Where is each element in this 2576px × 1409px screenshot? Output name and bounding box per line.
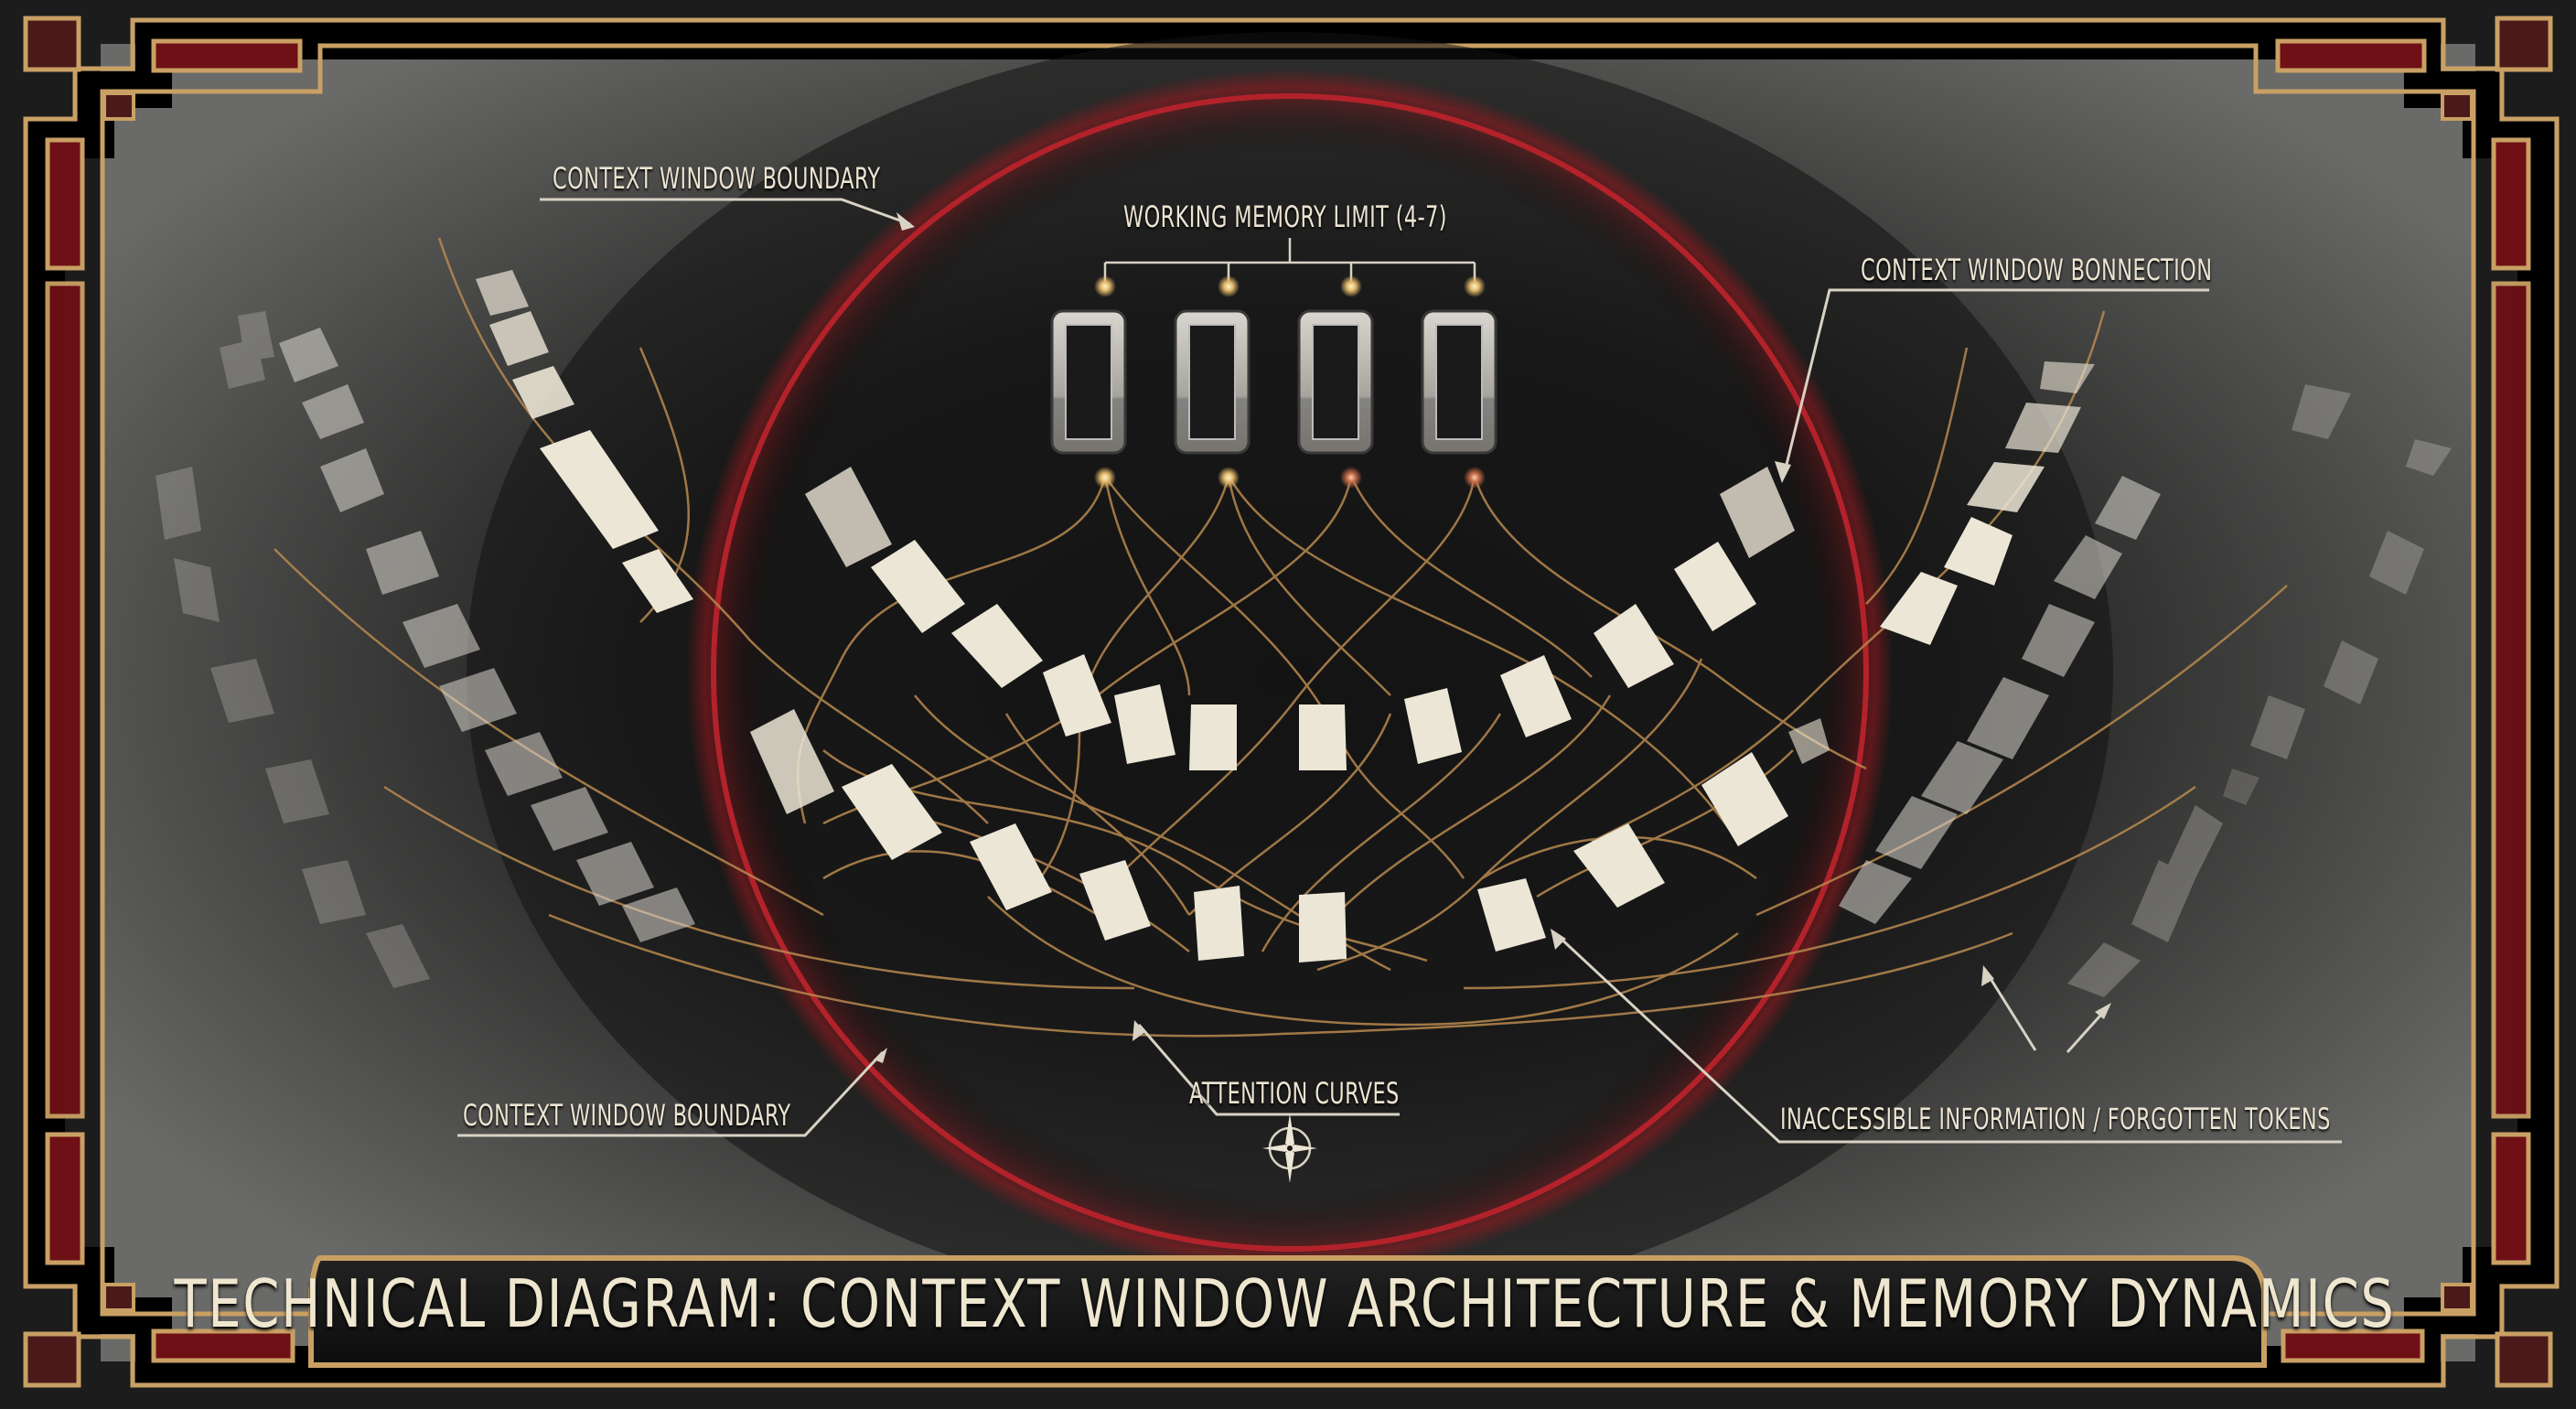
tokens-left-arc [476, 270, 693, 613]
leader-lines [457, 198, 2342, 1144]
title-plaque [308, 1255, 2267, 1368]
diagram-title-text: TECHNICAL DIAGRAM: CONTEXT WINDOW ARCHIT… [174, 1265, 2397, 1342]
forgotten-tokens-right-mid [1839, 476, 2161, 924]
forgotten-tokens-left-mid [279, 328, 695, 942]
tokens-upper-arc [805, 467, 1795, 770]
diagram-title: TECHNICAL DIAGRAM: CONTEXT WINDOW ARCHIT… [175, 1253, 2394, 1354]
forgotten-tokens-right-outer [2067, 384, 2452, 997]
tokens-lower-arc [750, 709, 1830, 963]
working-memory-slots [1050, 309, 1497, 455]
label-boundary-bottom: CONTEXT WINDOW BOUNDARY [463, 1098, 791, 1133]
label-boundary-top: CONTEXT WINDOW BOUNDARY [553, 161, 881, 196]
art-deco-border [23, 16, 2560, 1388]
compass-star-icon [1262, 1113, 1317, 1183]
label-attention-curves: ATTENTION CURVES [1189, 1076, 1400, 1111]
arrowheads [874, 212, 2111, 1063]
label-working-memory: WORKING MEMORY LIMIT (4-7) [1123, 199, 1447, 234]
forgotten-tokens-left-outer [156, 311, 430, 988]
context-window-boundary-circle [711, 93, 1869, 1252]
indicator-dots [1094, 275, 1486, 489]
tokens-right-arc [1880, 361, 2095, 645]
label-inaccessible: INACCESSIBLE INFORMATION / FORGOTTEN TOK… [1780, 1102, 2331, 1136]
label-connection: CONTEXT WINDOW BONNECTION [1861, 253, 2213, 287]
boundary-glow [686, 69, 1894, 1276]
